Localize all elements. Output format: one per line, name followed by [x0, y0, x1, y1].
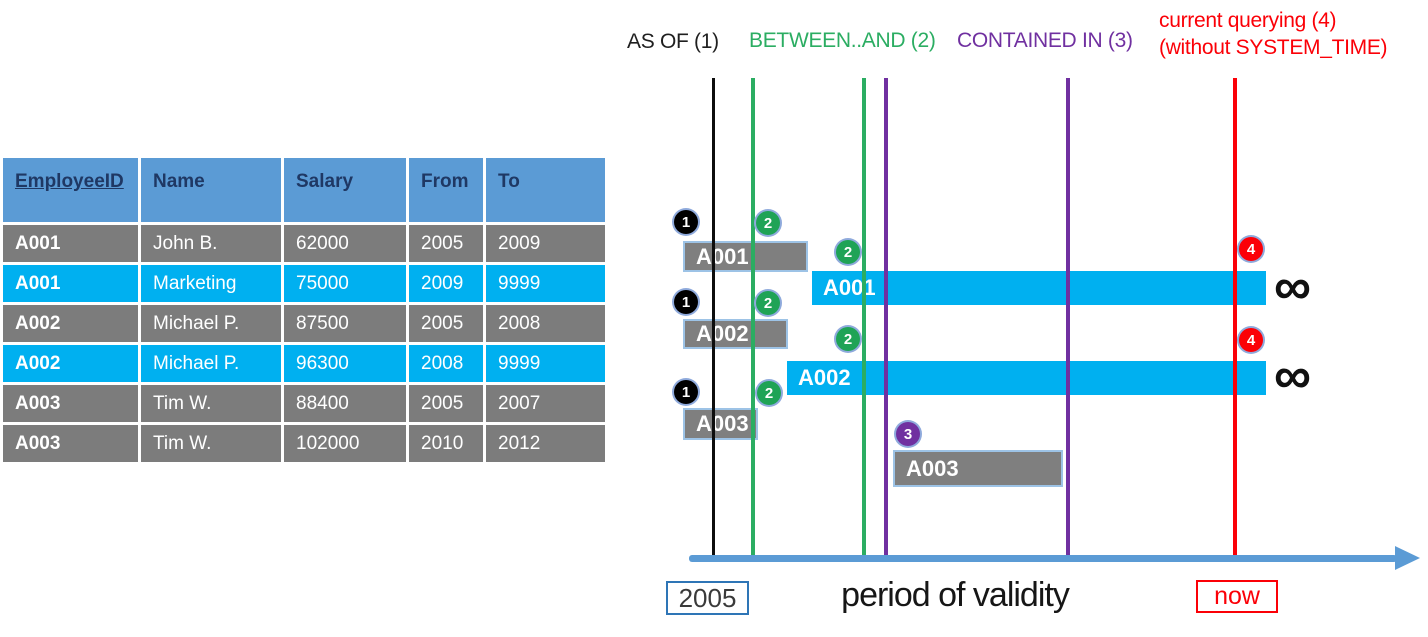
table-cell: A001 — [3, 225, 138, 262]
table-cell: Marketing — [141, 265, 281, 302]
table-header-row: EmployeeID Name Salary From To — [3, 158, 605, 222]
as-of-line — [712, 78, 715, 559]
timeline-bar-a002-current: A002 — [787, 361, 1266, 395]
table-cell: 102000 — [284, 425, 406, 462]
as-of-label: AS OF (1) — [627, 30, 719, 53]
table-cell: Tim W. — [141, 425, 281, 462]
table-cell: 88400 — [284, 385, 406, 422]
table-cell: Michael P. — [141, 305, 281, 342]
current-querying-line2: (without SYSTEM_TIME) — [1159, 36, 1388, 59]
table-cell: 2005 — [409, 305, 483, 342]
table-cell: 87500 — [284, 305, 406, 342]
query-badge-2: 2 — [836, 240, 860, 264]
table-cell: 2007 — [486, 385, 605, 422]
contained-start-line — [884, 78, 888, 559]
query-badge-2: 2 — [756, 291, 780, 315]
now-line — [1233, 78, 1237, 559]
table-cell: 2005 — [409, 225, 483, 262]
query-badge-2: 2 — [836, 327, 860, 351]
header-to: To — [486, 158, 605, 222]
table-row: A001 John B. 62000 2005 2009 — [3, 225, 605, 262]
timeline-bar-a002-history: A002 — [683, 319, 788, 349]
table-cell: Tim W. — [141, 385, 281, 422]
table-cell: 2012 — [486, 425, 605, 462]
table-row: A003 Tim W. 88400 2005 2007 — [3, 385, 605, 422]
header-salary: Salary — [284, 158, 406, 222]
infinity-icon: ∞ — [1274, 258, 1312, 316]
table-cell: John B. — [141, 225, 281, 262]
table-cell: 2009 — [486, 225, 605, 262]
table-cell: 2008 — [409, 345, 483, 382]
time-axis — [689, 555, 1397, 562]
query-badge-2: 2 — [757, 381, 781, 405]
current-querying-label: current querying (4) (without SYSTEM_TIM… — [1159, 7, 1388, 61]
axis-title: period of validity — [841, 576, 1070, 614]
table-row-highlighted: A001 Marketing 75000 2009 9999 — [3, 265, 605, 302]
table-cell: Michael P. — [141, 345, 281, 382]
query-badge-1: 1 — [674, 290, 698, 314]
axis-start-year-box: 2005 — [666, 581, 749, 615]
table-cell: 9999 — [486, 345, 605, 382]
header-employeeid: EmployeeID — [3, 158, 138, 222]
between-end-line — [862, 78, 866, 559]
table-row: A003 Tim W. 102000 2010 2012 — [3, 425, 605, 462]
query-badge-1: 1 — [674, 210, 698, 234]
header-name: Name — [141, 158, 281, 222]
contained-in-label: CONTAINED IN (3) — [957, 29, 1133, 52]
table-cell: 96300 — [284, 345, 406, 382]
query-badge-4: 4 — [1239, 328, 1263, 352]
table-cell: 2010 — [409, 425, 483, 462]
timeline-bar-a003-history2: A003 — [893, 450, 1063, 487]
query-badge-3: 3 — [896, 422, 920, 446]
employee-table: EmployeeID Name Salary From To A001 John… — [0, 155, 608, 465]
query-badge-2: 2 — [756, 211, 780, 235]
table-cell: 75000 — [284, 265, 406, 302]
table-cell: A002 — [3, 305, 138, 342]
time-axis-arrowhead-icon — [1395, 546, 1420, 570]
table-cell: A003 — [3, 425, 138, 462]
query-badge-1: 1 — [674, 380, 698, 404]
header-from: From — [409, 158, 483, 222]
timeline-bar-a003-history1: A003 — [683, 408, 758, 440]
table-cell: A001 — [3, 265, 138, 302]
timeline-bar-a001-history: A001 — [683, 241, 808, 272]
table-row-highlighted: A002 Michael P. 96300 2008 9999 — [3, 345, 605, 382]
contained-end-line — [1066, 78, 1070, 559]
query-badge-4: 4 — [1239, 237, 1263, 261]
table-cell: 62000 — [284, 225, 406, 262]
table-row: A002 Michael P. 87500 2005 2008 — [3, 305, 605, 342]
table-cell: A003 — [3, 385, 138, 422]
table-cell: 9999 — [486, 265, 605, 302]
current-querying-line1: current querying (4) — [1159, 9, 1337, 32]
timeline-bar-a001-current: A001 — [812, 271, 1266, 305]
infinity-icon: ∞ — [1274, 347, 1312, 405]
table-cell: 2009 — [409, 265, 483, 302]
table-cell: 2005 — [409, 385, 483, 422]
axis-now-box: now — [1196, 580, 1278, 613]
table-cell: A002 — [3, 345, 138, 382]
table-cell: 2008 — [486, 305, 605, 342]
between-and-label: BETWEEN..AND (2) — [749, 29, 936, 52]
between-start-line — [751, 78, 755, 559]
